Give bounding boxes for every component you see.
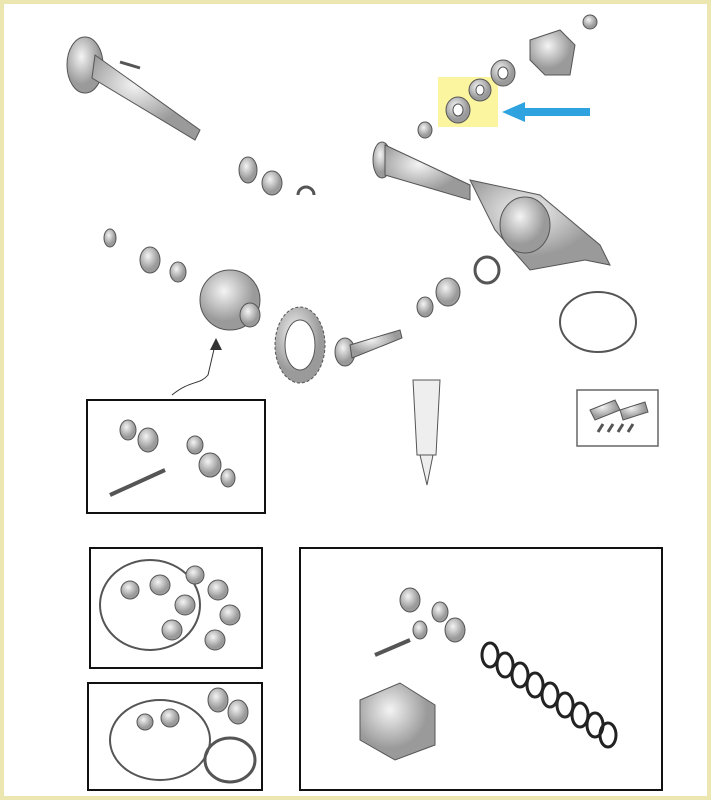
wheel-bearing	[238, 156, 316, 196]
seals-and-gasket	[99, 559, 241, 651]
differential-case	[199, 269, 261, 331]
carrier-bearings	[103, 228, 187, 283]
blue-arrow	[502, 102, 590, 122]
spider-gears	[109, 419, 236, 497]
axle-shaft	[66, 36, 201, 141]
spider-gear-kit-box	[86, 399, 266, 514]
pointer-line	[171, 344, 216, 396]
cover-gasket	[559, 291, 637, 353]
ring-gear	[274, 306, 326, 384]
bearings-and-shims	[109, 687, 257, 784]
bearing-kit-box	[87, 682, 263, 791]
u-bolt-kit-box	[576, 389, 659, 447]
yoke	[529, 14, 598, 76]
diagram-canvas	[66, 14, 663, 791]
pinion-bearings-lower	[416, 255, 501, 318]
u-bolt-straps	[589, 399, 649, 433]
pinion-gear	[334, 329, 403, 367]
limited-slip-parts	[359, 587, 618, 761]
sealant-tube	[412, 379, 441, 486]
pinion-bearings	[417, 59, 516, 139]
axle-housing	[372, 141, 611, 271]
master-seal-kit-box	[89, 547, 263, 669]
limited-slip-kit-box	[299, 547, 663, 791]
